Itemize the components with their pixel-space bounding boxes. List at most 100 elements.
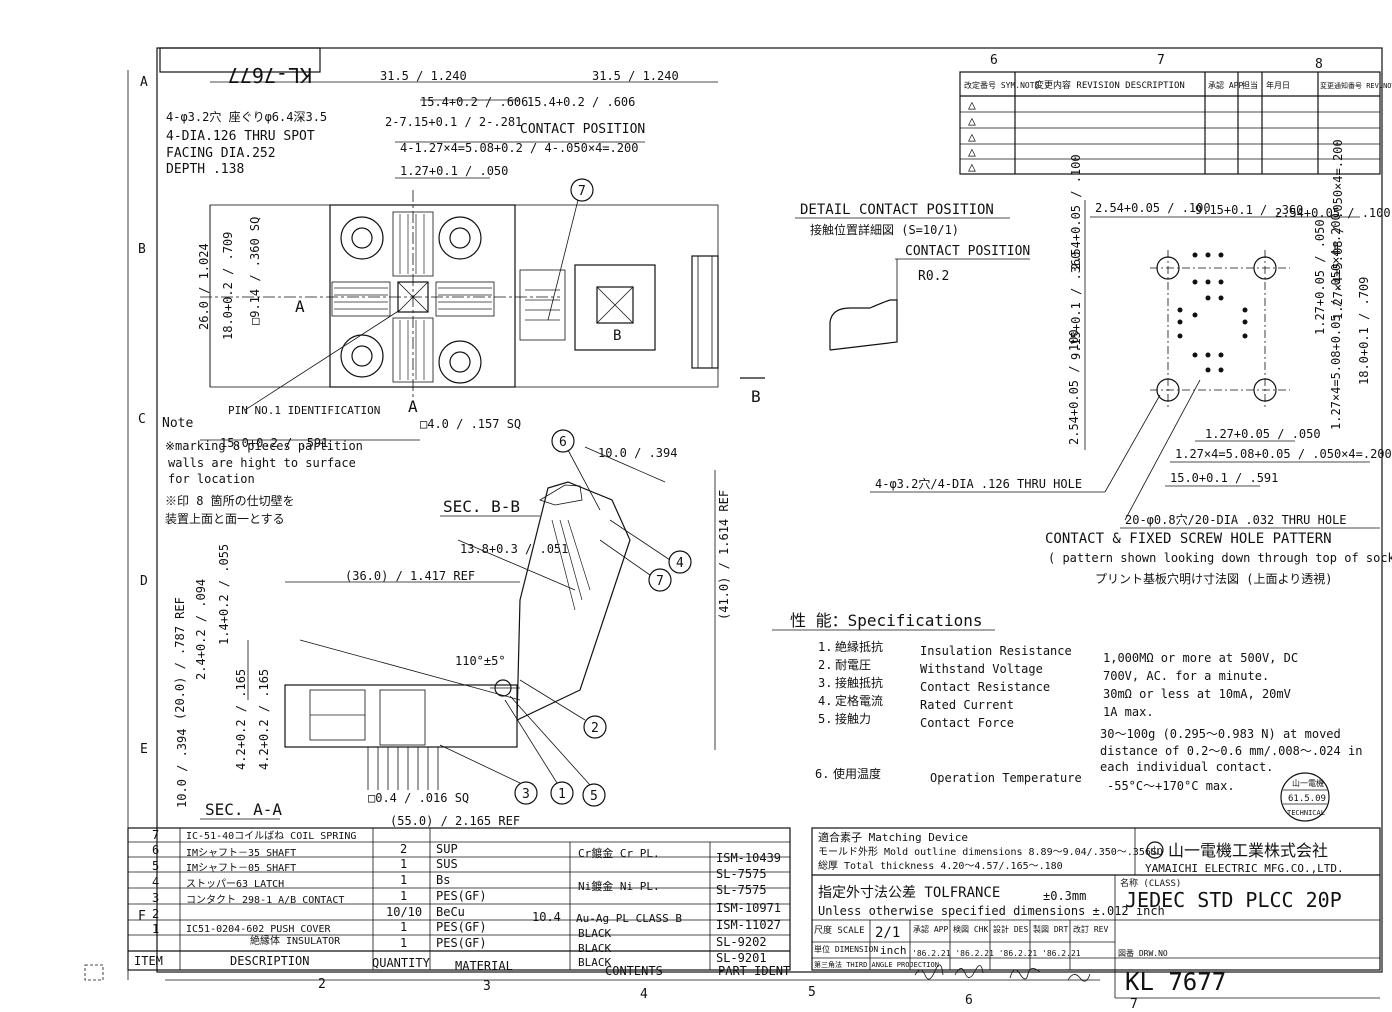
dim-7-15: 2-7.15+0.1 / 2-.281 xyxy=(385,115,522,129)
bom-hdr-part: PART IDENT xyxy=(718,964,790,978)
dim-20: (20.0) / .787 REF xyxy=(173,597,187,720)
zone-c: C xyxy=(138,412,146,427)
spec-title: 性 能：Specifications xyxy=(790,611,983,630)
signature-drt xyxy=(1067,973,1091,982)
spec-row-2: 2. 耐電圧 Withstand Voltage 700V, AC. for a… xyxy=(818,658,1269,683)
sec-a-title: SEC. A-A xyxy=(205,800,282,819)
svg-text:1A max.: 1A max. xyxy=(1103,705,1154,719)
balloon-7 xyxy=(648,568,672,592)
dim-15-0: 15.0+0.2 / .591 xyxy=(220,436,328,450)
svg-text:Cr鍍金 Cr PL.: Cr鍍金 Cr PL. xyxy=(578,846,660,860)
tb-matching: 適合素子 Matching Device xyxy=(818,830,968,844)
bom-hdr-item: ITEM xyxy=(134,954,163,968)
note-block: Note ※marking 8 pieces partition walls a… xyxy=(162,416,363,526)
pattern-dim-right-1: 1.27+0.05 / .050 xyxy=(1313,219,1327,335)
dim-10-b: 10.0 / .394 xyxy=(175,729,189,808)
rev-hdr-notice: 変更通知番号 REV.NOTICE NO xyxy=(1320,81,1392,90)
svg-text:30mΩ or less at 10mA, 20mV: 30mΩ or less at 10mA, 20mV xyxy=(1103,687,1291,701)
pattern-dim-left-2: 9.15+0.1 / .360 xyxy=(1069,252,1083,360)
rev-hdr-date: 年月日 xyxy=(1266,80,1290,90)
corner-hole-tr xyxy=(438,216,482,260)
dim-0-4-sq: □0.4 / .016 SQ xyxy=(368,791,469,805)
pattern-dim-left-3: 2.54+0.05 / .100 xyxy=(1067,329,1081,445)
svg-text:定格電流: 定格電流 xyxy=(835,693,883,708)
dim-41: (41.0) / 1.614 REF xyxy=(717,490,731,620)
svg-text:Operation Temperature: Operation Temperature xyxy=(930,771,1082,785)
pattern-dim-right-2: 1.27×4=5.08 / .050×4=.200 xyxy=(1331,139,1345,320)
pattern-subtitle-jp: プリント基板穴明け寸法図 (上面より透視) xyxy=(1095,571,1332,586)
svg-text:使用温度: 使用温度 xyxy=(833,766,881,781)
zone-num-bottom-7: 7 xyxy=(1130,997,1138,1012)
balloon-1 xyxy=(550,781,574,805)
svg-text:1: 1 xyxy=(400,873,407,887)
balloon-2-text: 2 xyxy=(591,721,599,736)
svg-text:IC51-0204-602 PUSH COVER: IC51-0204-602 PUSH COVER xyxy=(186,924,331,935)
svg-text:-55°C～+170°C max.: -55°C～+170°C max. xyxy=(1107,779,1235,793)
bom-hdr-material: MATERIAL xyxy=(455,959,513,973)
company-logo xyxy=(1146,841,1164,859)
svg-text:SUP: SUP xyxy=(436,842,458,856)
svg-text:ISM-11027: ISM-11027 xyxy=(716,918,781,932)
svg-text:耐電圧: 耐電圧 xyxy=(835,658,871,672)
balloon-4 xyxy=(668,550,692,574)
svg-text:1: 1 xyxy=(400,936,407,950)
svg-text:絶縁体 INSULATOR: 絶縁体 INSULATOR xyxy=(250,934,341,947)
tb-company-en: YAMAICHI ELECTRIC MFG.CO.,LTD. xyxy=(1145,862,1344,875)
svg-text:BLACK: BLACK xyxy=(578,927,611,940)
svg-text:SL-9202: SL-9202 xyxy=(716,935,767,949)
tb-tol-jp: 指定外寸法公差 TOLFRANCE xyxy=(818,885,1000,901)
svg-text:ISM-10439: ISM-10439 xyxy=(716,851,781,865)
balloon-1-text: 1 xyxy=(558,787,566,802)
svg-text:SUS: SUS xyxy=(436,857,458,871)
svg-text:1: 1 xyxy=(400,889,407,903)
svg-text:Rated Current: Rated Current xyxy=(920,698,1014,712)
dim-26: 26.0 / 1.024 xyxy=(197,243,211,330)
svg-text:30～100g (0.295～0.983 N) at mov: 30～100g (0.295～0.983 N) at moved xyxy=(1100,727,1341,741)
rev-hdr-desc: 変更内容 REVISION DESCRIPTION xyxy=(1035,79,1185,91)
detail-r: R0.2 xyxy=(918,269,949,284)
svg-text:Bs: Bs xyxy=(436,873,450,887)
svg-text:IMシャフト－05 SHAFT: IMシャフト－05 SHAFT xyxy=(186,863,296,874)
bom-extra-contents: BLACK xyxy=(578,956,611,969)
zone-e: E xyxy=(140,742,148,757)
svg-text:PES(GF): PES(GF) xyxy=(436,889,487,903)
signature-chk xyxy=(954,965,984,978)
spec-row-1: 1. 絶縁抵抗 Insulation Resistance 1,000MΩ or… xyxy=(818,639,1298,665)
rev-hdr-sym: 改定番号 SYM.NOTE xyxy=(964,80,1040,90)
spec-cont-1: distance of 0.2～0.6 mm/.008～.024 in xyxy=(1100,744,1362,758)
svg-text:BeCu: BeCu xyxy=(436,905,465,919)
holes-note-2: 4-DIA.126 THRU SPOT xyxy=(166,129,315,144)
svg-text:2.: 2. xyxy=(818,658,832,672)
spec-row-5: 5. 接触力 Contact Force 30～100g (0.295～0.98… xyxy=(818,711,1341,741)
bom-row-2: 2 IC51-0204-602 PUSH COVER 1 PES(GF) BLA… xyxy=(152,907,781,940)
tb-tol-en: Unless otherwise specified dimensions ±.… xyxy=(818,904,1165,918)
rev-row-1: △ xyxy=(968,98,976,113)
detail-contact-position: DETAIL CONTACT POSITION 接触位置詳細図 (S=10/1)… xyxy=(795,202,1030,351)
bom-hdr-qty: QUANTITY xyxy=(372,956,431,970)
pattern-dim-right-4: 1.27×4=5.08+0.05 / .050×4=.200 xyxy=(1329,213,1343,430)
svg-text:5: 5 xyxy=(152,859,159,873)
dim-55: (55.0) / 2.165 REF xyxy=(390,814,520,828)
rev-row-5: △ xyxy=(968,160,976,175)
signature-des xyxy=(1009,968,1041,980)
section-b-right: B xyxy=(751,387,761,406)
signature-app xyxy=(914,964,944,980)
bill-of-materials: ITEM DESCRIPTION QUANTITY MATERIAL CONTE… xyxy=(127,827,791,978)
svg-text:6: 6 xyxy=(152,843,159,857)
svg-text:ISM-10971: ISM-10971 xyxy=(716,901,781,915)
pattern-title: CONTACT & FIXED SCREW HOLE PATTERN xyxy=(1045,531,1332,547)
bom-extra-part: SL-9201 xyxy=(716,951,767,965)
dim-18: 18.0+0.2 / .709 xyxy=(221,232,235,340)
dim-31-5-left: 31.5 / 1.240 xyxy=(380,69,467,83)
svg-text:SL-7575: SL-7575 xyxy=(716,883,767,897)
zone-b: B xyxy=(138,242,146,257)
bom-row-3: 3 コンタクト 298-1 A/B CONTACT 10/10 BeCu Au-… xyxy=(152,891,781,925)
svg-text:接触抵抗: 接触抵抗 xyxy=(835,675,883,690)
svg-text:PES(GF): PES(GF) xyxy=(436,936,487,950)
dim-10-a: 10.0 / .394 xyxy=(598,446,677,460)
tb-sign-rev: 改訂 REV xyxy=(1073,924,1108,934)
tb-company-jp: 山一電機工業株式会社 xyxy=(1168,841,1328,860)
spec-row-4: 4. 定格電流 Rated Current 1A max. xyxy=(818,693,1154,719)
pattern-subtitle: ( pattern shown looking down through top… xyxy=(1048,551,1392,565)
